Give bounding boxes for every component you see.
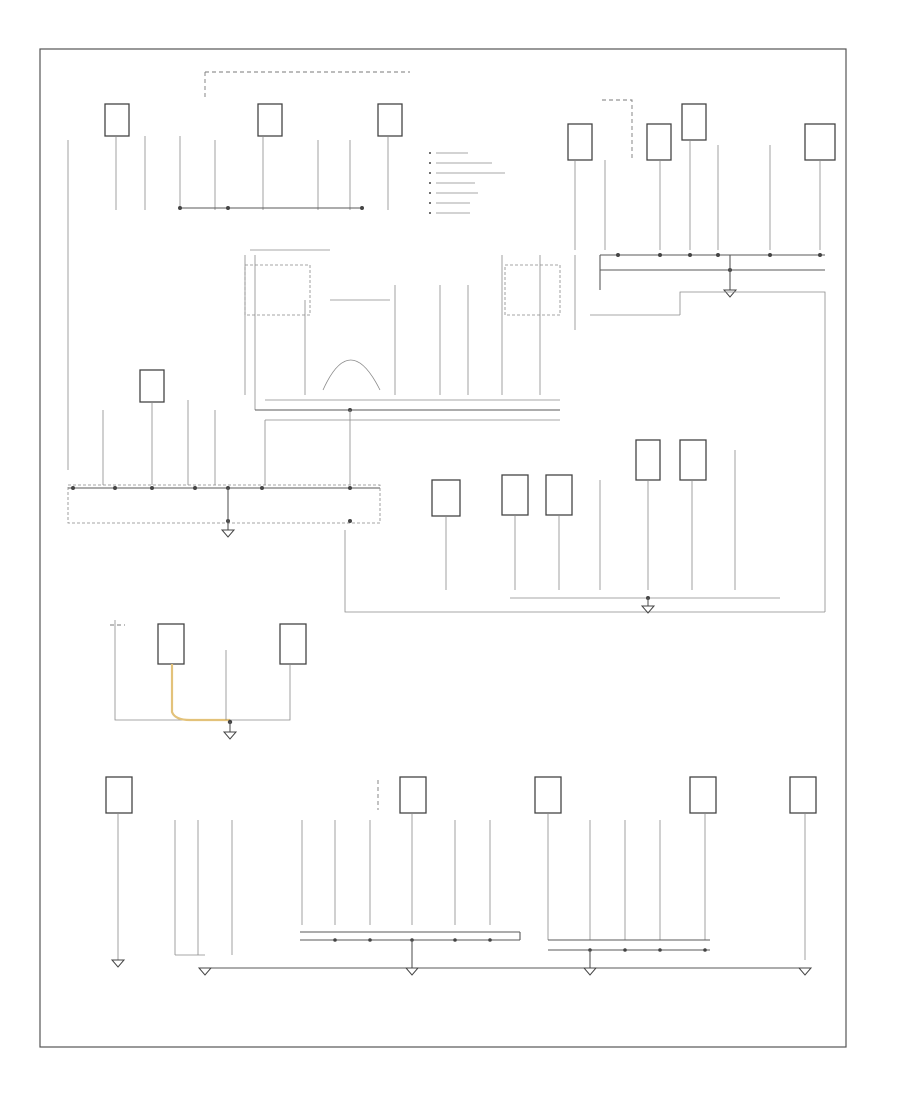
component-box [105, 776, 133, 814]
junction-connector [67, 484, 381, 524]
middle-right-ground-section [431, 439, 780, 614]
component-box [399, 776, 427, 814]
component-box [679, 439, 707, 481]
ground-symbol [640, 605, 656, 614]
ground-symbol [722, 289, 738, 298]
legend-list [429, 152, 505, 214]
component-box [139, 369, 165, 403]
component-box [431, 479, 461, 517]
bottom-ground-section [105, 776, 817, 976]
component-box [157, 623, 185, 665]
component-box [635, 439, 661, 481]
ground-symbol [110, 959, 126, 968]
splice-node [178, 206, 182, 210]
component-box [789, 776, 817, 814]
ground-symbol [220, 529, 236, 538]
top-right-ground-section [567, 99, 836, 612]
component-box [689, 776, 717, 814]
ground-symbol [197, 967, 213, 976]
lower-middle-ground-section [110, 620, 307, 740]
component-box [104, 103, 130, 137]
component-box [501, 474, 529, 516]
component-box [279, 623, 307, 665]
component-box [377, 103, 403, 137]
component-box [681, 103, 707, 141]
top-left-ground-section [67, 71, 505, 470]
ground-symbol [222, 731, 238, 740]
component-box [567, 123, 593, 161]
ground-symbol [582, 967, 598, 976]
component-box [804, 123, 836, 161]
diagram-frame [39, 48, 847, 1048]
ground-symbol [404, 967, 420, 976]
component-box [534, 776, 562, 814]
component-box [257, 103, 283, 137]
splice-node [226, 206, 230, 210]
middle-ground-section [67, 249, 825, 613]
ground-symbol [797, 967, 813, 976]
component-box [646, 123, 672, 161]
splice-node [360, 206, 364, 210]
component-box [545, 474, 573, 516]
